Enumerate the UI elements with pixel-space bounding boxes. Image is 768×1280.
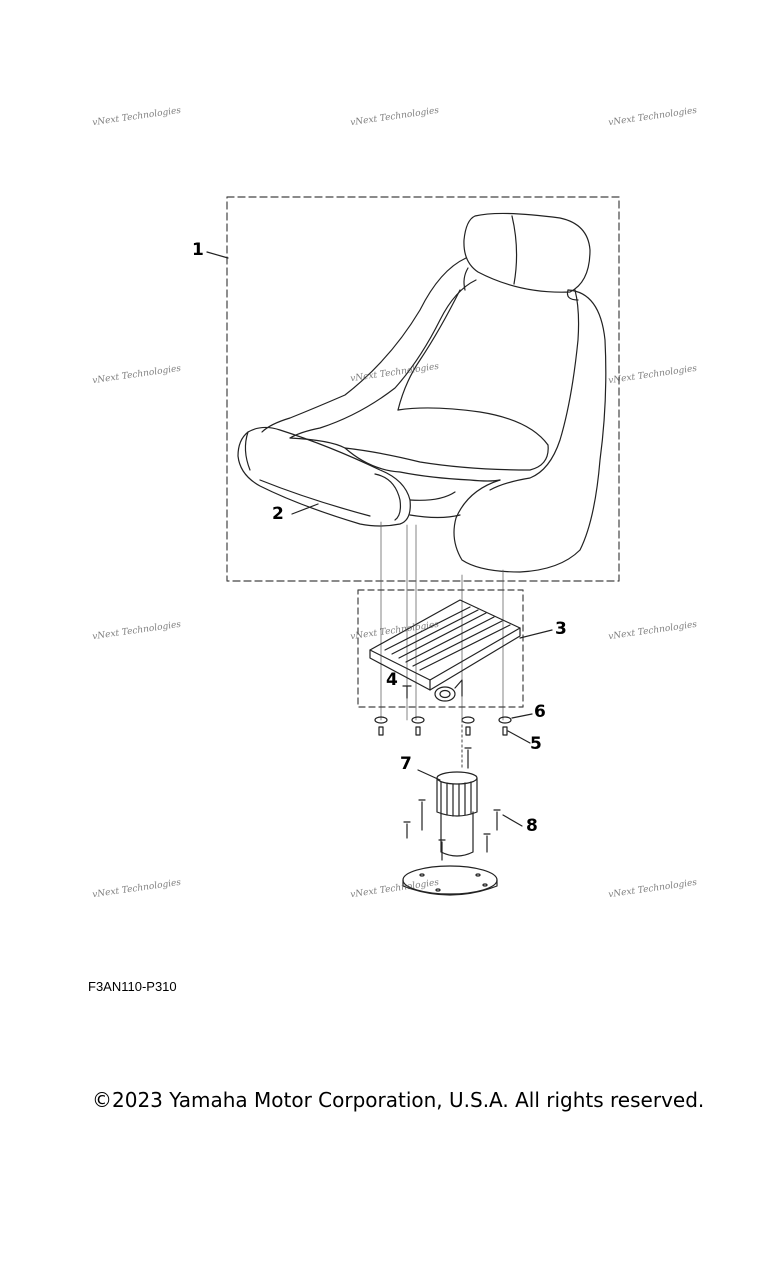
- callout-6: 6: [534, 702, 546, 722]
- leader-5: [507, 730, 531, 744]
- callout-3: 3: [555, 619, 567, 639]
- callout-4: 4: [386, 670, 398, 690]
- leader-8: [502, 814, 523, 827]
- leader-1: [206, 251, 229, 259]
- callout-1: 1: [192, 240, 204, 260]
- bracket-assembly-box: [357, 589, 524, 708]
- callout-5: 5: [530, 734, 542, 754]
- washers-and-screws: [374, 716, 512, 736]
- copyright-notice: ©2023 Yamaha Motor Corporation, U.S.A. A…: [92, 1088, 705, 1112]
- callout-2: 2: [272, 504, 284, 524]
- figure-code: F3AN110-P310: [88, 979, 177, 994]
- pedestal-drawing: [402, 747, 501, 896]
- seat-assembly-box: [226, 196, 620, 582]
- seat-drawing: [237, 212, 607, 573]
- leader-6: [511, 713, 533, 719]
- leader-3: [519, 629, 553, 639]
- callout-7: 7: [400, 754, 412, 774]
- leader-2: [291, 503, 319, 515]
- slider-bracket-drawing: [369, 599, 521, 702]
- callout-8: 8: [526, 816, 538, 836]
- leader-7: [417, 769, 441, 781]
